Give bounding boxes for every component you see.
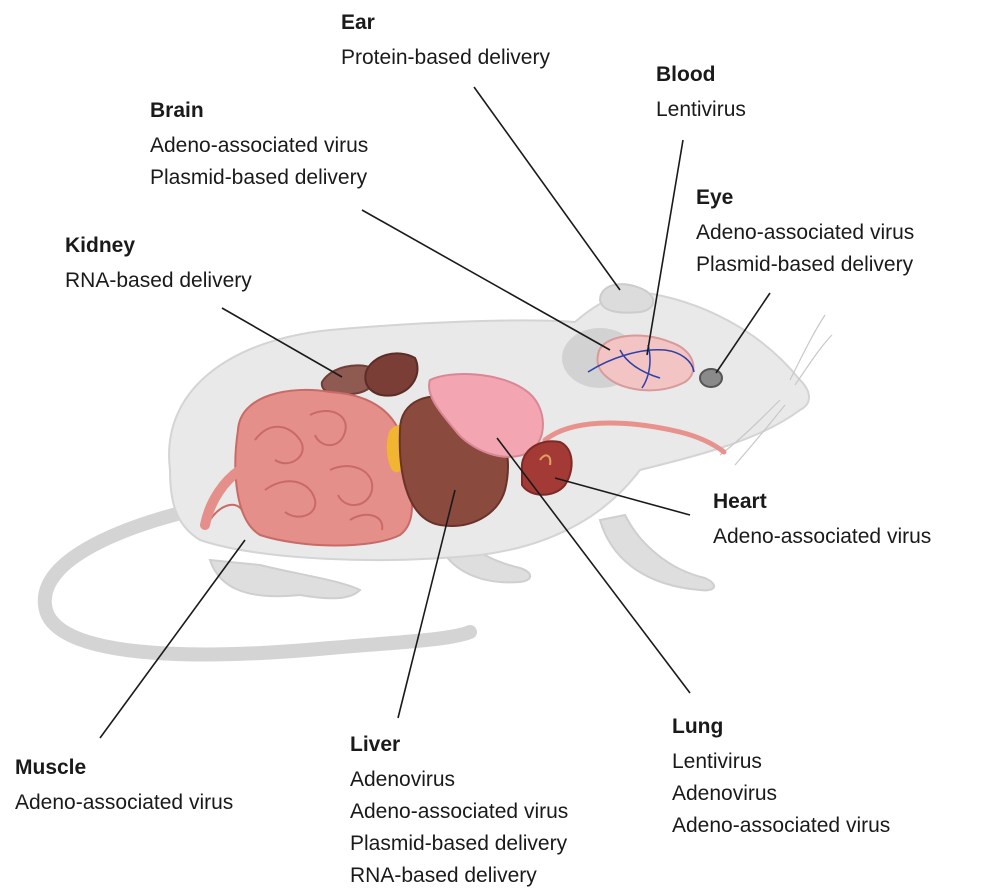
organ-name-liver: Liver bbox=[350, 732, 568, 758]
label-blood: Blood Lentivirus bbox=[656, 62, 746, 126]
delivery-method: Lentivirus bbox=[672, 746, 890, 778]
mouse-ear bbox=[600, 284, 653, 312]
delivery-method: Adenovirus bbox=[350, 764, 568, 796]
intestine-organ bbox=[235, 390, 412, 546]
delivery-method: Adeno-associated virus bbox=[350, 796, 568, 828]
label-brain: Brain Adeno-associated virus Plasmid-bas… bbox=[150, 98, 368, 194]
label-ear: Ear Protein-based delivery bbox=[341, 10, 550, 74]
label-liver: Liver Adenovirus Adeno-associated virus … bbox=[350, 732, 568, 892]
heart-organ bbox=[522, 441, 572, 495]
ear-leader-line bbox=[474, 87, 620, 290]
delivery-method: Protein-based delivery bbox=[341, 42, 550, 74]
hind-paw bbox=[210, 560, 360, 598]
organ-name-kidney: Kidney bbox=[65, 233, 252, 259]
organ-name-heart: Heart bbox=[713, 489, 931, 515]
label-kidney: Kidney RNA-based delivery bbox=[65, 233, 252, 297]
mouse-eye bbox=[700, 369, 722, 387]
label-heart: Heart Adeno-associated virus bbox=[713, 489, 931, 553]
label-muscle: Muscle Adeno-associated virus bbox=[15, 755, 233, 819]
delivery-method: RNA-based delivery bbox=[350, 860, 568, 892]
delivery-method: Lentivirus bbox=[656, 94, 746, 126]
delivery-method: Plasmid-based delivery bbox=[150, 162, 368, 194]
organ-name-muscle: Muscle bbox=[15, 755, 233, 781]
delivery-method: Plasmid-based delivery bbox=[350, 828, 568, 860]
delivery-method: Adeno-associated virus bbox=[713, 521, 931, 553]
organ-name-ear: Ear bbox=[341, 10, 550, 36]
organ-name-blood: Blood bbox=[656, 62, 746, 88]
fore-paw bbox=[600, 515, 714, 590]
delivery-method: Plasmid-based delivery bbox=[696, 249, 914, 281]
delivery-method: RNA-based delivery bbox=[65, 265, 252, 297]
delivery-method: Adeno-associated virus bbox=[672, 810, 890, 842]
delivery-method: Adenovirus bbox=[672, 778, 890, 810]
muscle-leader-line bbox=[100, 540, 245, 738]
delivery-method: Adeno-associated virus bbox=[696, 217, 914, 249]
label-lung: Lung Lentivirus Adenovirus Adeno-associa… bbox=[672, 714, 890, 842]
organ-name-eye: Eye bbox=[696, 185, 914, 211]
organ-name-lung: Lung bbox=[672, 714, 890, 740]
organ-name-brain: Brain bbox=[150, 98, 368, 124]
delivery-method: Adeno-associated virus bbox=[15, 787, 233, 819]
label-eye: Eye Adeno-associated virus Plasmid-based… bbox=[696, 185, 914, 281]
delivery-method: Adeno-associated virus bbox=[150, 130, 368, 162]
